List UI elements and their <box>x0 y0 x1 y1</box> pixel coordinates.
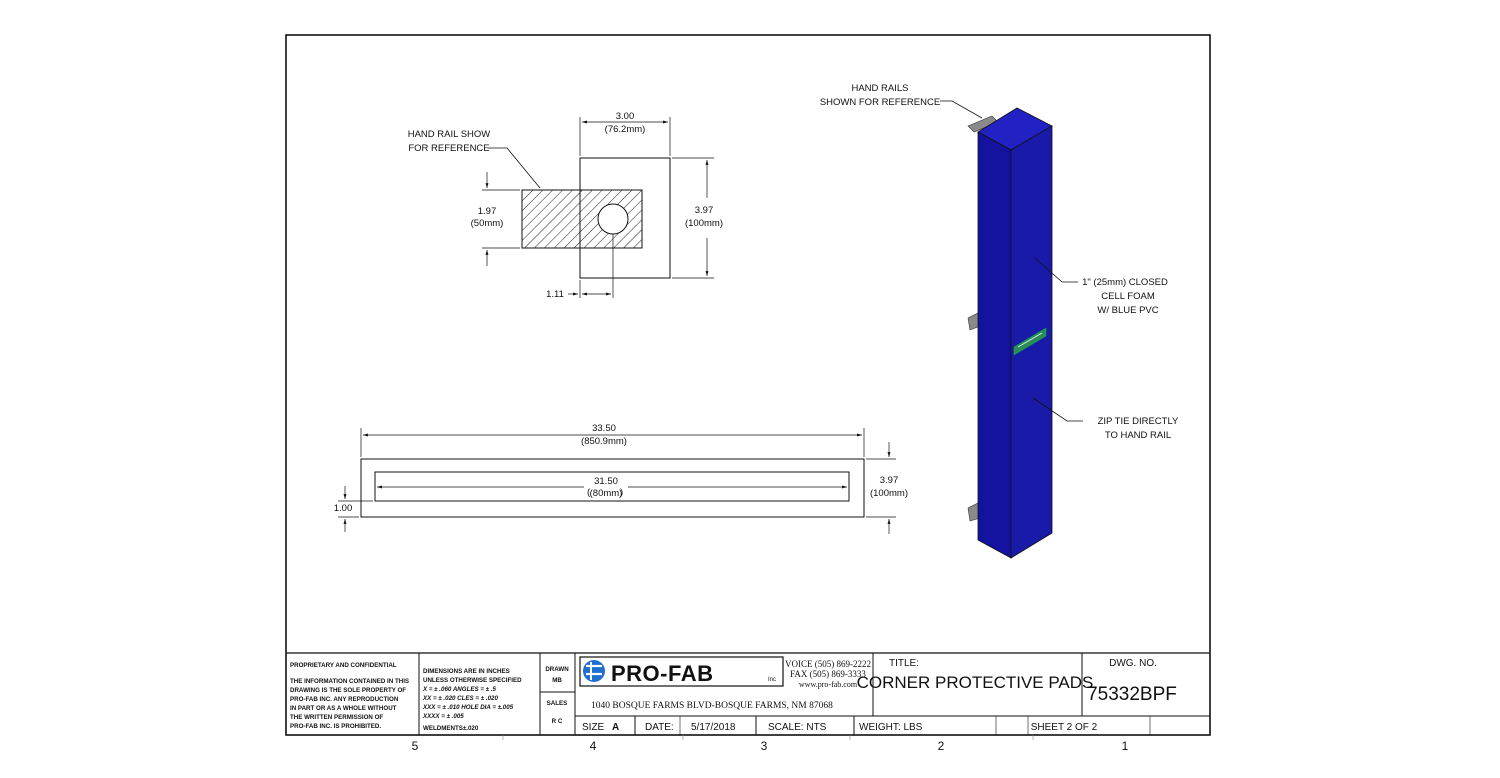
title-label: TITLE: <box>889 658 919 669</box>
proprietary-line-3: PRO-FAB INC. ANY REPRODUCTION <box>290 696 399 703</box>
pad-side-outline <box>360 458 865 518</box>
rails-callout-leader <box>940 100 983 119</box>
pad-label <box>1013 327 1047 356</box>
dim-width-text: 3.00 <box>616 111 635 122</box>
date-value: 5/17/2018 <box>691 722 736 733</box>
dim-width-mm-text: (76.2mm) <box>605 124 646 135</box>
dim-height-mm-text: (100mm) <box>685 218 723 229</box>
dwg-number: 75332BPF <box>1087 684 1177 705</box>
dim-rail-mm-text: (50mm) <box>471 218 504 229</box>
zip-callout-line2: TO HAND RAIL <box>1105 430 1171 441</box>
weight-label: WEIGHT: LBS <box>859 722 923 733</box>
dim-inner-mm-text: (80mm) <box>590 488 623 499</box>
end-callout-leader <box>488 147 541 189</box>
proprietary-line-2: DRAWING IS THE SOLE PROPERTY OF <box>290 687 406 694</box>
zone-label-3: 3 <box>761 739 768 753</box>
proprietary-line-6: PRO-FAB INC. IS PROHIBITED. <box>290 723 381 730</box>
proprietary-line-4: IN PART OR AS A WHOLE WITHOUT <box>290 705 397 712</box>
rails-callout-line1: HAND RAILS <box>851 83 908 94</box>
logo-suffix: Inc <box>768 677 776 683</box>
zip-callout-leader <box>1032 397 1083 422</box>
company-address: 1040 BOSQUE FARMS BLVD-BOSQUE FARMS, NM … <box>591 701 833 711</box>
zone-label-2: 2 <box>938 739 945 753</box>
dim-length-mm-text: (850.9mm) <box>581 436 627 447</box>
foam-callout-line3: W/ BLUE PVC <box>1097 305 1158 316</box>
foam-callout-line1: 1" (25mm) CLOSED <box>1082 277 1168 288</box>
zip-callout-line1: ZIP TIE DIRECTLY <box>1098 416 1179 427</box>
dim-height-text: 3.97 <box>695 205 714 216</box>
pad-inner-outline <box>374 471 850 502</box>
side-view: 33.50 (850.9mm) ( ) 31.50 (80mm) 3.97 (1… <box>334 423 908 534</box>
zone-label-5: 5 <box>412 739 419 753</box>
dwg-label: DWG. NO. <box>1109 658 1157 669</box>
end-callout-line1: HAND RAIL SHOW <box>408 129 491 140</box>
size-value: A <box>612 722 619 733</box>
proprietary-line-1: THE INFORMATION CONTAINED IN THIS <box>290 678 409 685</box>
rails-callout-line2: SHOWN FOR REFERENCE <box>820 97 940 108</box>
proprietary-line-5: THE WRITTEN PERMISSION OF <box>290 714 383 721</box>
logo-emblem-icon <box>583 660 605 682</box>
zone-label-4: 4 <box>590 739 597 753</box>
tolerance-line-3: X = ± .060 ANGLES = ± .5 <box>422 686 496 693</box>
tolerance-line-2: UNLESS OTHERWISE SPECIFIED <box>423 677 522 684</box>
sales-label: SALES <box>547 700 568 707</box>
voice-number: VOICE (505) 869-2222 <box>785 659 871 669</box>
foam-callout-line2: CELL FOAM <box>1101 291 1155 302</box>
dim-inner-text: 31.50 <box>594 476 618 487</box>
sales-value: R C <box>552 718 563 725</box>
company-logo: PRO-FAB Inc <box>579 656 784 687</box>
drawing-title: CORNER PROTECTIVE PADS <box>857 673 1094 692</box>
tolerance-line-7: WELDMENTS±.020 <box>423 725 479 732</box>
pad-outline <box>579 157 671 279</box>
website: www.pro-fab.com <box>799 680 858 689</box>
title-block: PROPRIETARY AND CONFIDENTIAL THE INFORMA… <box>286 652 1210 735</box>
foam-callout-leader <box>1034 257 1078 283</box>
size-label: SIZE <box>582 722 605 733</box>
dim-offset-text: 1.11 <box>546 289 564 300</box>
tolerance-line-1: DIMENSIONS ARE IN INCHES <box>423 668 510 675</box>
proprietary-heading: PROPRIETARY AND CONFIDENTIAL <box>290 662 397 669</box>
side-dim-height-mm-text: (100mm) <box>870 488 908 499</box>
drawn-value: MB <box>552 677 562 684</box>
logo-text: PRO-FAB <box>611 661 714 686</box>
date-label: DATE: <box>645 722 674 733</box>
svg-text:(: ( <box>587 487 591 498</box>
end-callout-line2: FOR REFERENCE <box>408 143 489 154</box>
rail-hole <box>597 203 629 235</box>
tolerance-line-6: XXXX = ± .005 <box>422 713 464 720</box>
dim-edge-text: 1.00 <box>334 503 353 514</box>
drawn-label: DRAWN <box>545 666 569 673</box>
tolerance-line-4: XX = ± .020 CLES = ± .020 <box>422 695 498 702</box>
tolerance-line-5: XXX = ± .010 HOLE DIA = ±.005 <box>422 704 514 711</box>
sheet-border <box>285 34 1211 736</box>
fax-number: FAX (505) 869-3333 <box>790 669 866 679</box>
iso-view: HAND RAILS SHOWN FOR REFERENCE 1" (25mm)… <box>820 83 1179 559</box>
end-view: HAND RAIL SHOW FOR REFERENCE 3.00 (76.2m… <box>408 111 723 300</box>
svg-text:): ) <box>620 487 623 498</box>
sheet-label: SHEET 2 OF 2 <box>1031 722 1098 733</box>
scale-label: SCALE: NTS <box>768 722 827 733</box>
side-dim-height-text: 3.97 <box>880 475 899 486</box>
dim-rail-text: 1.97 <box>478 206 497 217</box>
zone-label-1: 1 <box>1122 739 1129 753</box>
pad-left-face <box>977 131 1012 559</box>
dim-length-text: 33.50 <box>592 423 616 434</box>
